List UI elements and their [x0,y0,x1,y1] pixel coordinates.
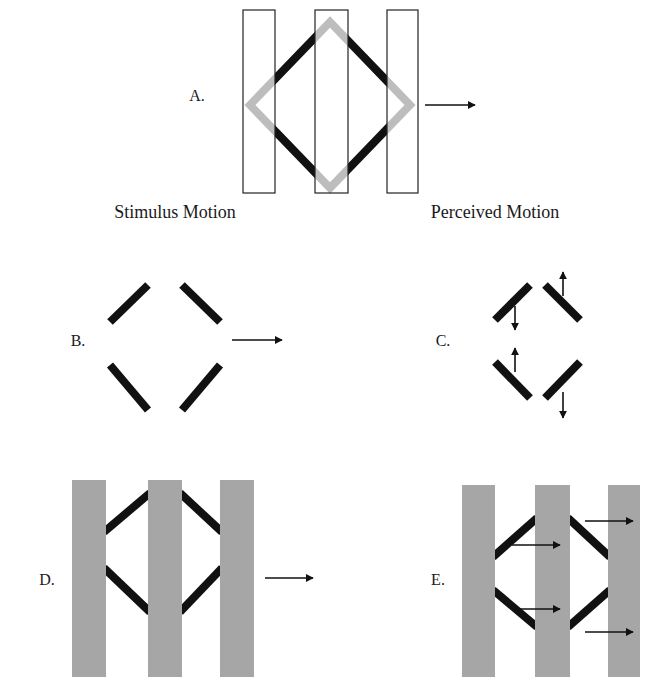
panel-label: B. [71,332,86,350]
perceived-arrows [512,521,633,632]
occluding-bars [72,480,254,677]
motion-arrow [232,339,282,341]
panel-label: C. [436,332,451,350]
panel-heading: Stimulus Motion [114,203,236,223]
panel-label: A. [189,87,205,105]
panel-b-figure [110,285,220,410]
motion-arrow [265,577,313,579]
panel-label: D. [39,571,55,589]
panel-a-figure [243,10,475,193]
panel-heading: Perceived Motion [431,203,559,223]
perceived-arrows [515,272,563,418]
panel-c-figure [495,285,580,398]
panel-label: E. [431,571,445,589]
occluding-bars [462,485,640,677]
